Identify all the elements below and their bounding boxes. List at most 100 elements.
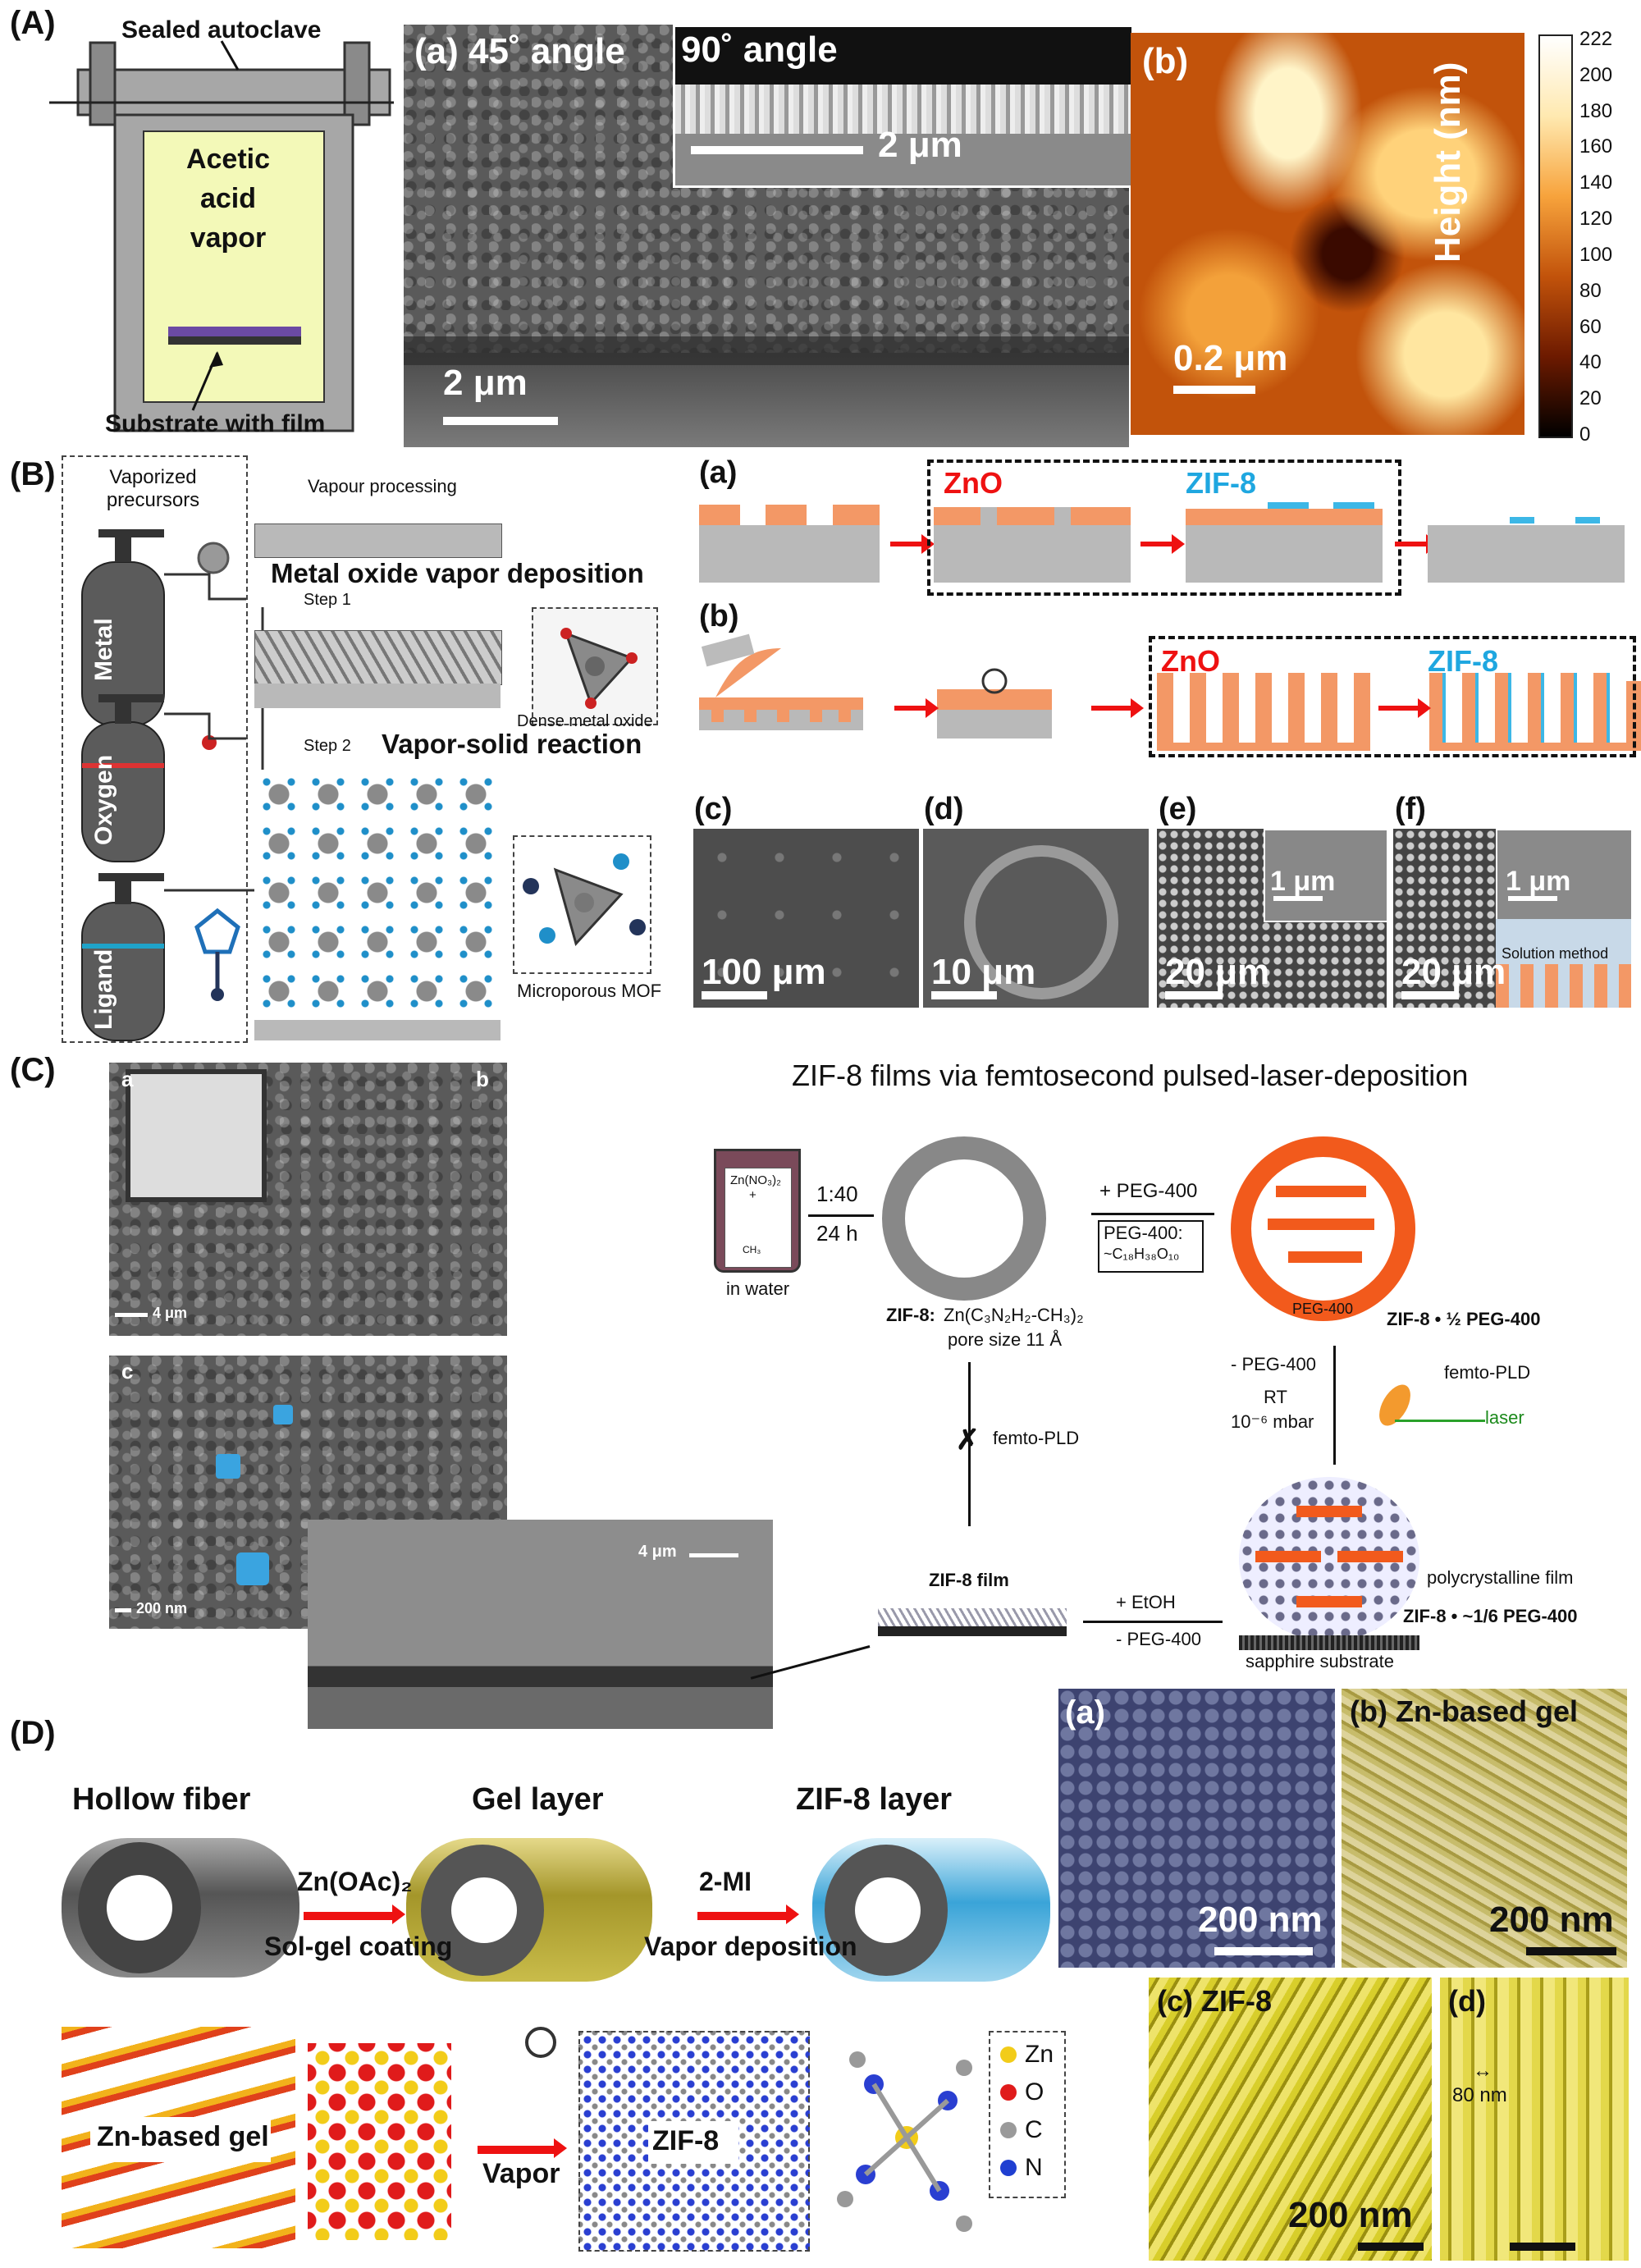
thickness-label: 80 nm [1452,2084,1507,2106]
legend-text: C [1025,2116,1043,2143]
colorbar-tick: 120 [1579,208,1613,231]
zn-gel-label-bg [90,2117,271,2162]
sem-c-c-label: c [121,1359,134,1383]
vapor-dep-label: Vapor deposition [644,1932,857,1961]
colorbar-tick: 160 [1579,135,1613,158]
zif8-layer-tube [812,1838,1050,1982]
dense-oxide-inset [532,607,658,725]
sem-d-b-label: (b) Zn-based gel [1350,1694,1578,1728]
ratio-label: 1:40 [816,1182,858,1206]
colorbar-title: Height (nm) [1428,62,1468,263]
step1-title: Metal oxide vapor deposition [271,558,644,588]
sem-c-b-label: b [476,1067,489,1091]
sem-d-a-label: (a) [1065,1694,1105,1731]
row-b-zno-pillars [1157,673,1370,743]
sem-f-scale: 20 μm [1401,952,1506,992]
gas-cylinders [81,529,264,1041]
row-a-zno-label: ZnO [944,466,1003,500]
polycrystalline-label: polycrystalline film [1427,1567,1574,1588]
sem-d-image [923,829,1149,1008]
zn-gel-crystal [308,2043,451,2240]
peg-loaded-sphere [1231,1136,1415,1321]
sem-c-cross-section [308,1520,773,1729]
sem-45-scale-bar [443,417,558,425]
legend-item: Zn [1000,2041,1054,2069]
arrow-2 [1091,1213,1214,1215]
substrate-top [254,524,502,558]
inset-scale-bar [691,146,863,154]
femto-pld-mid: femto-PLD [993,1428,1080,1448]
zif8-framework [882,1136,1046,1301]
sem-d-c-label: (c) ZIF-8 [1157,1984,1272,2018]
solution-method-label: Solution method [1502,945,1609,962]
beaker-plus: + [749,1188,757,1202]
microporous-label: Microporous MOF [517,981,662,1001]
cross-scale: 4 μm [638,1543,677,1561]
two-mi-label: 2-MI [699,1867,752,1896]
minus-peg2: - PEG-400 [1116,1629,1201,1649]
row-a-zif8-label: ZIF-8 [1186,466,1256,500]
colorbar-tick: 40 [1579,351,1602,374]
sem-e-label: (e) [1159,792,1197,826]
arrow-4 [968,1362,971,1526]
oxygen-label: Oxygen [90,754,117,845]
zif8-film-label: ZIF-8 film [929,1570,1009,1590]
laser-plume [1373,1379,1417,1431]
row-a-arrow-2 [1140,534,1185,554]
row-a-dashed-box [927,460,1401,596]
sem-d-label: (d) [924,792,964,826]
sem-45-scale-text: 2 μm [443,363,528,403]
hollow-fiber-tube [62,1838,299,1978]
peg-box-formula: ~C₁₈H₃₈O₁₀ [1104,1246,1180,1262]
laser-label: laser [1485,1407,1524,1428]
sem-f-image [1393,829,1631,1008]
sol-gel-label: Sol-gel coating [264,1932,453,1961]
panel-d-letter: (D) [10,1715,56,1751]
row-a-label: (a) [699,455,738,490]
beaker-zn: Zn(NO₃)₂ [730,1173,781,1187]
vapour-processing: Vapour processing [308,476,457,496]
mof-lattice [254,770,501,1020]
legend-text: N [1025,2154,1043,2181]
arrow-d-1 [304,1904,405,1924]
row-a-arrow-1 [890,534,935,554]
row-b-zno-label: ZnO [1161,644,1220,678]
arrow-d-3 [478,2138,567,2158]
zn-coordination [837,2051,972,2232]
sem-d-c-scale: 200 nm [1288,2195,1413,2235]
colorbar-tick: 222 [1579,28,1613,50]
sem-c-label: (c) [694,792,733,826]
colorbar-tick: 140 [1579,171,1613,194]
beaker [714,1149,801,1273]
legend-swatch [1000,2046,1017,2063]
colorbar-tick: 80 [1579,279,1602,302]
row-b-zif8-label: ZIF-8 [1428,644,1498,678]
row-b-zif8-pillars [1429,673,1626,743]
sem-f-label: (f) [1395,792,1426,826]
panel-c-letter: (C) [10,1052,56,1088]
pore-size: pore size 11 Å [948,1329,1063,1350]
zif8-layer-label: ZIF-8 layer [796,1782,953,1817]
dense-oxide-label: Dense metal oxide [517,712,653,730]
substrate-label: Substrate with film [105,410,326,437]
panel-c-title: ZIF-8 films via femtosecond pulsed-laser… [792,1059,1469,1092]
vapor-label: Acetic acid vapor [185,144,271,254]
legend-swatch [1000,2122,1017,2138]
row-b-label: (b) [699,599,739,633]
sapphire-label: sapphire substrate [1246,1651,1394,1671]
polycrystalline-sphere [1239,1477,1419,1641]
vapor-label-d: Vapor [482,2158,560,2189]
vaporized-precursors: Vaporized precursors [106,466,200,511]
arrow-3 [1333,1346,1336,1465]
row-a-arrow-3 [1395,534,1439,554]
legend-item: C [1000,2116,1043,2144]
blocked-mark: ✗ [956,1424,980,1456]
zif8-half-label: ZIF-8 • ½ PEG-400 [1387,1309,1541,1329]
sem-d-b-image [1342,1689,1627,1968]
sem-e-inset-scale: 1 μm [1270,866,1336,897]
sem-f-inset-scale: 1 μm [1506,866,1571,897]
sem-45-label: (a) 45˚ angle [414,31,625,71]
sem-c-c-scale: 200 nm [136,1600,188,1616]
sem-d-c-image [1149,1978,1432,2261]
